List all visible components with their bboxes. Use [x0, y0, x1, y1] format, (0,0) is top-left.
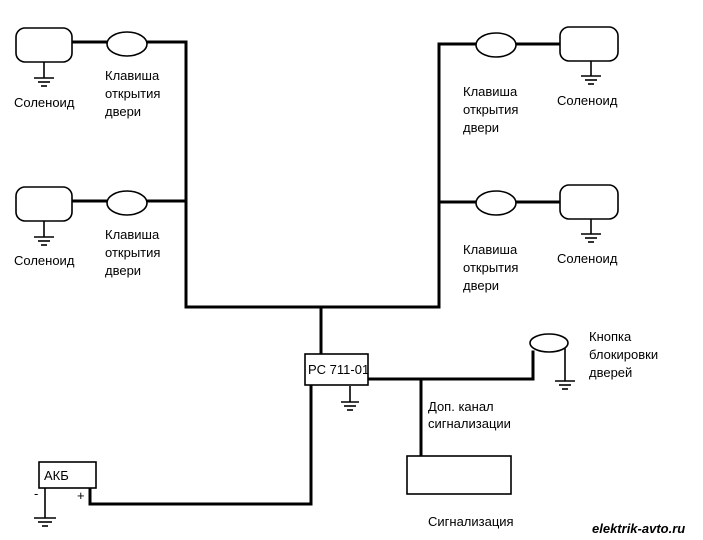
- solenoid-mid-left: Соленоид: [14, 186, 75, 268]
- wiring: [70, 40, 562, 506]
- alarm-label: Сигнализация: [428, 514, 514, 529]
- solenoid-label: Соленоид: [557, 93, 618, 108]
- solenoid-label: Соленоид: [14, 253, 75, 268]
- battery-box: [38, 461, 97, 489]
- door-key-label-line2: открытия: [463, 260, 518, 275]
- solenoid-body: [15, 186, 73, 222]
- door-key-label-line1: Клавиша: [105, 227, 160, 242]
- door-key-label-line3: двери: [105, 263, 141, 278]
- door-key-top-right: Клавиша открытия двери: [463, 32, 518, 135]
- solenoid-label: Соленоид: [14, 95, 75, 110]
- relay-box: [304, 353, 369, 386]
- alarm-unit: Сигнализация: [406, 455, 514, 529]
- alarm-box: [406, 455, 512, 495]
- battery: АКБ - +: [34, 461, 97, 527]
- solenoid-body: [15, 27, 73, 63]
- door-key-top-left: Клавиша открытия двери: [105, 31, 160, 119]
- solenoid-top-left: Соленоид: [14, 27, 75, 110]
- lock-button-label-line1: Кнопка: [589, 329, 632, 344]
- extra-channel-label-line2: сигнализации: [428, 416, 511, 431]
- door-key-label-line2: открытия: [105, 86, 160, 101]
- relay-unit: PC 711-01: [304, 353, 369, 411]
- door-key-label-line3: двери: [105, 104, 141, 119]
- door-key-switch: [106, 190, 148, 216]
- battery-label: АКБ: [44, 468, 69, 483]
- relay-label: PC 711-01: [308, 362, 369, 377]
- solenoid-mid-right: Соленоид: [557, 184, 619, 266]
- door-key-switch: [106, 31, 148, 57]
- solenoid-top-right: Соленоид: [557, 26, 619, 108]
- battery-minus-label: -: [34, 486, 38, 501]
- door-key-mid-left: Клавиша открытия двери: [105, 190, 160, 278]
- extra-channel-label-line1: Доп. канал: [428, 399, 494, 414]
- lock-button: Кнопка блокировки дверей: [529, 329, 658, 390]
- door-key-label-line3: двери: [463, 120, 499, 135]
- door-key-switch: [475, 190, 517, 216]
- door-key-label-line2: открытия: [463, 102, 518, 117]
- door-key-label-line1: Клавиша: [463, 242, 518, 257]
- door-key-label-line3: двери: [463, 278, 499, 293]
- door-key-label-line1: Клавиша: [105, 68, 160, 83]
- lock-button-switch: [529, 333, 569, 353]
- solenoid-body: [559, 26, 619, 62]
- lock-button-label-line3: дверей: [589, 365, 632, 380]
- door-key-label-line1: Клавиша: [463, 84, 518, 99]
- door-key-mid-right: Клавиша открытия двери: [463, 190, 518, 293]
- solenoid-body: [559, 184, 619, 220]
- door-key-label-line2: открытия: [105, 245, 160, 260]
- solenoid-label: Соленоид: [557, 251, 618, 266]
- watermark: elektrik-avto.ru: [592, 521, 685, 536]
- lock-button-label-line2: блокировки: [589, 347, 658, 362]
- door-key-switch: [475, 32, 517, 58]
- battery-plus-label: +: [77, 488, 85, 503]
